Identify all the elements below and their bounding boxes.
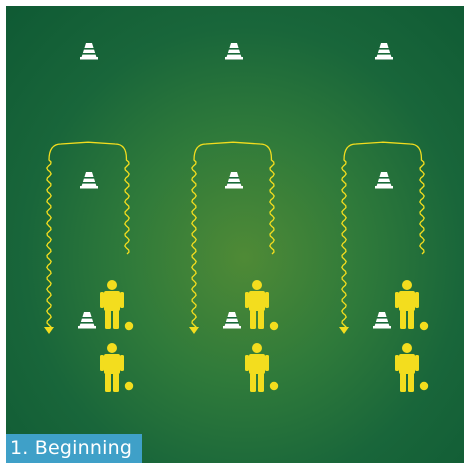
dribble-path-arrow-icon (44, 327, 54, 334)
ball-icon (124, 321, 134, 331)
player-icon (245, 343, 269, 392)
player-icon (395, 343, 419, 392)
cone-icon (223, 312, 241, 329)
diagram-caption: 1. Beginning (6, 434, 143, 463)
cone-icon (80, 43, 98, 60)
ball-icon (269, 381, 279, 391)
drill-field: 1. Beginning (6, 6, 464, 463)
player-icon (100, 280, 124, 329)
cone-icon (225, 43, 243, 60)
dribble-path-arrow-icon (189, 327, 199, 334)
ball-icon (124, 381, 134, 391)
ball-icon (419, 321, 429, 331)
cone-icon (375, 172, 393, 189)
drill-diagram (44, 43, 429, 392)
dribble-path (341, 141, 425, 330)
ball-icon (269, 321, 279, 331)
cone-icon (78, 312, 96, 329)
player-icon (100, 343, 124, 392)
dribble-path-arrow-icon (339, 327, 349, 334)
cone-icon (375, 43, 393, 60)
cone-icon (373, 312, 391, 329)
player-icon (245, 280, 269, 329)
dribble-path (191, 141, 275, 330)
cone-icon (80, 172, 98, 189)
ball-icon (419, 381, 429, 391)
player-icon (395, 280, 419, 329)
dribble-path (46, 141, 130, 330)
cone-icon (225, 172, 243, 189)
